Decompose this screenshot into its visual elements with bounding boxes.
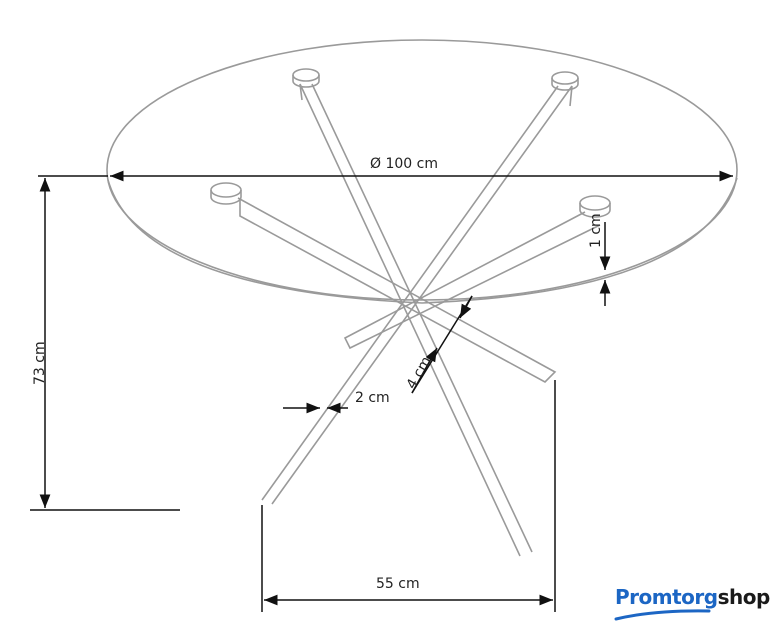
glass-top: [106, 39, 738, 301]
leg-2: [261, 71, 579, 505]
brand-part2: shop: [717, 585, 771, 609]
brand-logo: Promtorgshop: [615, 585, 770, 609]
logo-swoosh-icon: [614, 609, 711, 621]
table-outline: [106, 39, 738, 557]
diameter-label: Ø 100 cm: [370, 156, 438, 172]
brand-part1: Promtorg: [615, 585, 718, 609]
glass-top-edge: [107, 177, 738, 304]
leg-width-label: 2 cm: [355, 390, 390, 406]
leg-depth-label: 4 cm: [404, 354, 435, 392]
height-label: 73 cm: [32, 341, 48, 385]
base-width-label: 55 cm: [376, 576, 420, 592]
top-thickness-label: 1 cm: [588, 213, 604, 248]
dimension-lines: [30, 170, 733, 612]
leg-4: [343, 195, 611, 350]
leg-3: [210, 182, 557, 383]
leg-1: [292, 68, 533, 557]
